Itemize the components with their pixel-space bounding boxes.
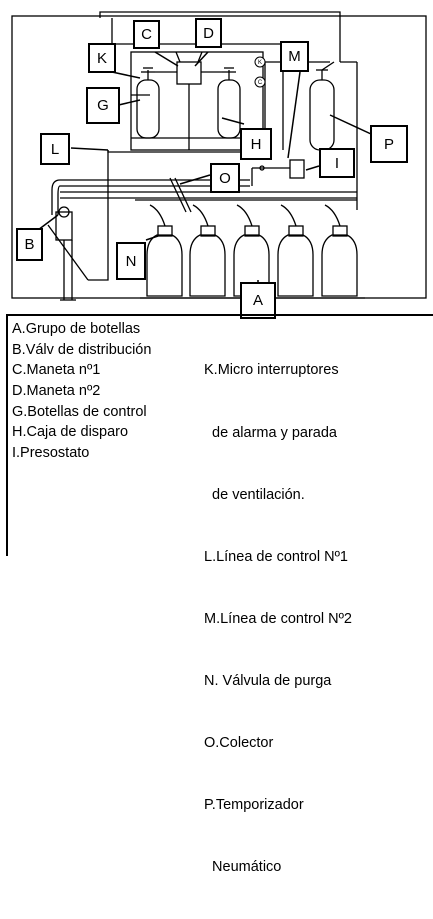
legend-item-b: B.Válv de distribución [12,341,152,358]
legend-item-c: C.Maneta nº1 [12,362,101,379]
legend-item-d: D.Maneta nº2 [12,383,101,400]
legend-panel: A.Grupo de botellas B.Válv de distribuci… [6,314,433,875]
callout-p: P [370,125,408,163]
legend-item-m: M.Línea de control Nº2 [204,610,352,627]
fire-suppression-system-diagram: K C K C D G H M P L O I B N A [0,0,433,322]
small-callout-k: K [258,60,262,66]
bottle-4 [277,204,314,297]
callout-n: N [116,242,146,280]
small-callout-c: C [258,80,263,86]
distribution-valve [47,206,89,301]
pneumatic-timer-bottle [309,61,335,151]
legend-item-l: L.Línea de control Nº1 [204,548,348,565]
legend-item-g: G.Botellas de control [12,403,147,420]
legend-item-k-line2: de alarma y parada [204,424,337,441]
callout-c: C [133,20,160,49]
legend-item-p: P.Temporizador [204,797,304,814]
legend-item-n: N. Válvula de purga [204,672,332,689]
pressure-switch [251,159,305,186]
diagram-frame [11,15,427,299]
callout-l: L [40,133,70,165]
legend-right-column: K.Micro interruptores de alarma y parada… [204,319,352,919]
collector-pipe [51,179,357,215]
legend-item-p-line2: Neumático [204,859,282,876]
callout-d: D [195,18,222,48]
legend-item-h: H.Caja de disparo [12,424,129,441]
manual-handles [155,51,222,150]
control-cabinet [130,51,264,151]
legend-left-column: A.Grupo de botellas B.Válv de distribuci… [12,319,151,464]
callout-a: A [240,282,276,319]
bottle-1 [146,204,183,297]
control-bottle-right [217,67,241,139]
callout-m: M [280,41,309,72]
callout-i: I [319,148,355,178]
legend-item-k-line3: de ventilación. [204,486,305,503]
callout-h: H [240,128,272,160]
callout-g: G [86,87,120,124]
callout-k: K [88,43,116,73]
bottle-2 [189,204,226,297]
callout-o: O [210,163,240,193]
bottle-5 [321,204,358,297]
legend-item-a: A.Grupo de botellas [12,321,141,337]
legend-item-i: I.Presostato [12,445,90,462]
legend-item-o: O.Colector [204,734,274,751]
system-schematic: K C [11,11,427,301]
callout-b: B [16,228,43,261]
legend-item-k: K.Micro interruptores [204,362,339,379]
control-bottle-left [136,67,160,139]
